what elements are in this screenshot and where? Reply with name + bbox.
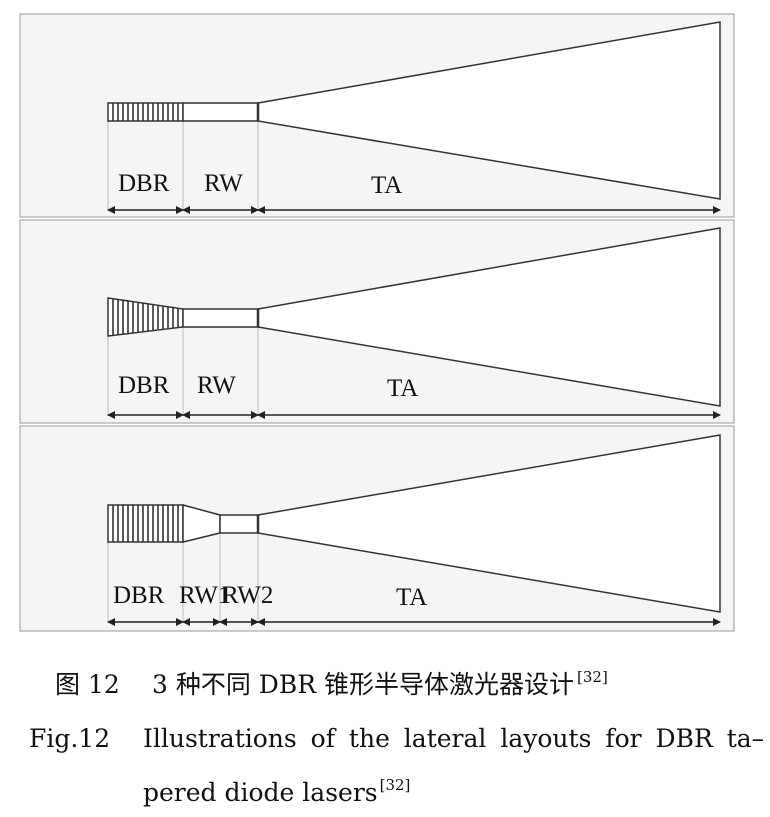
label-rw: RW: [197, 372, 236, 399]
panel-1: DBR RW TA: [19, 13, 735, 218]
panel-3: DBR RW1 RW2 TA: [19, 425, 735, 632]
caption-en-line2: pered diode lasers: [143, 778, 378, 807]
dbr-grating: [107, 504, 184, 543]
caption-en-figure-no: Fig.12: [29, 724, 111, 753]
caption-cn-text-wrap: 3 种不同 DBR 锥形半导体激光器设计[32]: [152, 668, 608, 703]
caption-en-line1: Illustrations of the lateral layouts for…: [143, 724, 765, 753]
dbr-grating-tapered: [107, 297, 184, 337]
tapered-laser-layout-diagram: DBR RW TA: [19, 13, 735, 632]
caption-cn-ref: [32]: [577, 668, 608, 686]
label-rw2: RW2: [222, 582, 273, 609]
label-dbr: DBR: [118, 372, 170, 399]
caption-en: Fig.12 Illustrations of the lateral layo…: [0, 724, 770, 756]
caption-en-line2-wrap: pered diode lasers[32]: [143, 776, 411, 811]
ridge-waveguide: [182, 308, 259, 328]
caption-en-ref: [32]: [379, 776, 411, 794]
ridge-waveguide-2: [219, 514, 259, 534]
label-rw1: RW1: [179, 582, 230, 609]
caption-cn: 图 12 3 种不同 DBR 锥形半导体激光器设计[32]: [0, 668, 770, 703]
panel-2: DBR RW TA: [19, 219, 735, 424]
ridge-waveguide: [182, 102, 259, 122]
label-rw: RW: [204, 170, 243, 197]
label-ta: TA: [387, 375, 418, 402]
caption-en-cont: pered diode lasers[32]: [0, 776, 770, 811]
dbr-grating: [107, 102, 184, 122]
label-ta: TA: [396, 584, 427, 611]
label-dbr: DBR: [113, 582, 165, 609]
caption-cn-figure-no: 图 12: [55, 670, 120, 699]
caption-cn-text: 3 种不同 DBR 锥形半导体激光器设计: [152, 670, 574, 699]
label-ta: TA: [371, 172, 402, 199]
label-dbr: DBR: [118, 170, 170, 197]
